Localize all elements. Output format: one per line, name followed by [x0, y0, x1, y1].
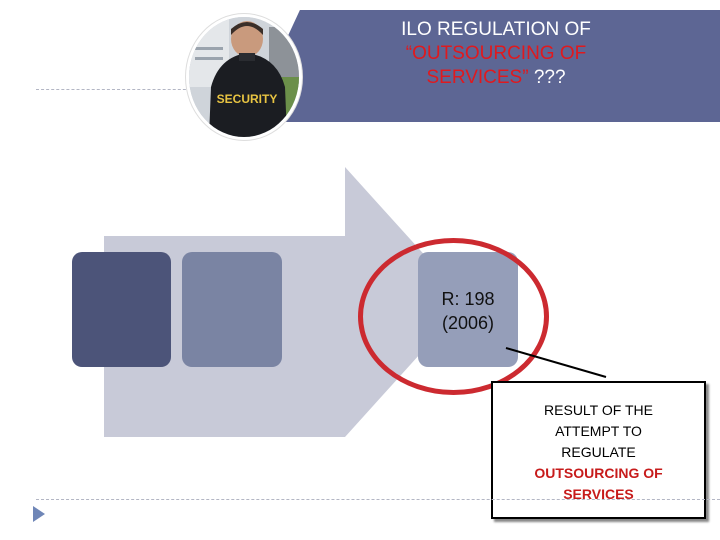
bottom-dashed-divider: [36, 499, 720, 500]
callout-line-3: REGULATE: [561, 444, 635, 460]
callout-line-2: ATTEMPT TO: [555, 423, 642, 439]
slide-marker-icon: [33, 506, 45, 522]
callout-line-1: RESULT OF THE: [544, 402, 653, 418]
callout-line-4: OUTSOURCING OF: [534, 465, 662, 481]
